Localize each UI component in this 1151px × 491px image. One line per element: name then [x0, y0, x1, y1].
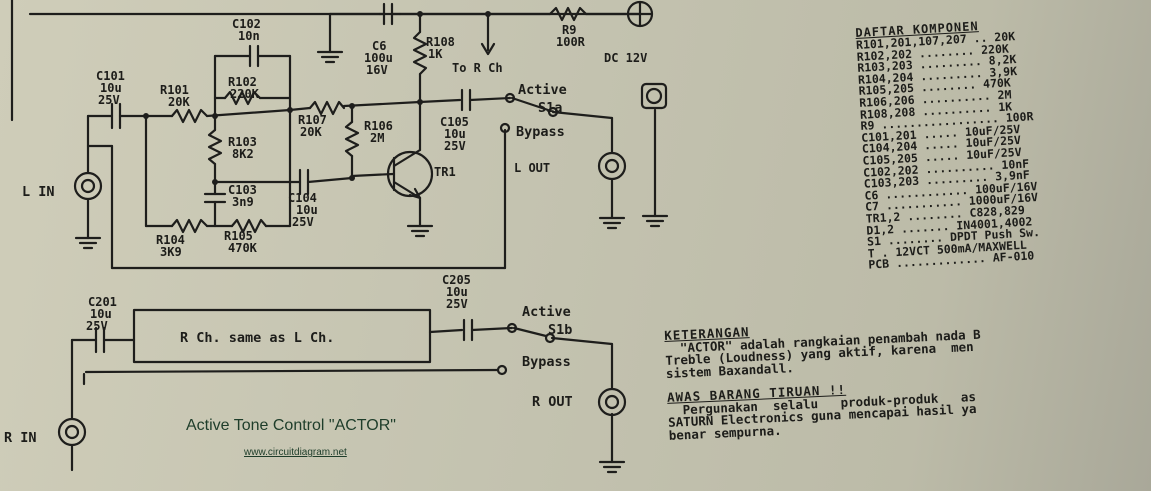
r104-label-1: R104: [156, 233, 185, 247]
dc-label: DC 12V: [604, 51, 647, 65]
r-out-label: R OUT: [532, 394, 573, 410]
l-in-jack: [73, 171, 103, 201]
r108-label-1: R108: [426, 35, 455, 49]
c6-label-1: C6: [372, 39, 386, 53]
l-input-wiring: [74, 102, 292, 250]
r102-label-1: R102: [228, 75, 257, 89]
active-2-label: Active: [522, 304, 571, 320]
l-out-jack: [597, 151, 627, 181]
io-labels: Active S1a Bypass L IN R Ch. same as L C…: [4, 82, 573, 446]
r9-label-2: 100R: [556, 35, 586, 49]
c205-label-3: 25V: [446, 297, 468, 311]
r107-label-2: 20K: [300, 125, 322, 139]
r-channel-wiring: [70, 308, 626, 474]
bypass-1-label: Bypass: [516, 124, 565, 140]
c205-label-1: C205: [442, 273, 471, 287]
r106-label-1: R106: [364, 119, 393, 133]
r-ch-box-label: R Ch. same as L Ch.: [180, 330, 334, 346]
s1a-label: S1a: [538, 100, 562, 116]
c201-label-3: 25V: [86, 319, 108, 333]
source-link[interactable]: www.circuitdiagram.net: [244, 447, 347, 458]
c105-s1a: [86, 88, 669, 270]
r-in-label: R IN: [4, 430, 37, 446]
r105-label-1: R105: [224, 229, 253, 243]
c201-label-1: C201: [88, 295, 117, 309]
c101-label-1: C101: [96, 69, 125, 83]
c102-label-2: 10n: [238, 29, 260, 43]
to-r-ch-label: To R Ch: [452, 61, 503, 75]
tr1-label: TR1: [434, 165, 456, 179]
notes-section: KETERANGAN "ACTOR" adalah rangkaian pena…: [664, 307, 1151, 442]
r105-label-2: 470K: [228, 241, 258, 255]
r108-label-2: 1K: [428, 47, 443, 61]
l-in-label: L IN: [22, 184, 55, 200]
c105-label-2: 10u: [444, 127, 466, 141]
r103-label-2: 8K2: [232, 147, 254, 161]
r103-label-1: R103: [228, 135, 257, 149]
r104-label-2: 3K9: [160, 245, 182, 259]
c205-label-2: 10u: [446, 285, 468, 299]
s1b-label: S1b: [548, 322, 572, 338]
r108: [412, 12, 428, 142]
c103-label-1: C103: [228, 183, 257, 197]
r107-label-1: R107: [298, 113, 327, 127]
active-1-label: Active: [518, 82, 567, 98]
r101-label-2: 20K: [168, 95, 190, 109]
r101-label-1: R101: [160, 83, 189, 97]
c101-label-2: 10u: [100, 81, 122, 95]
r102-label-2: 220K: [230, 87, 260, 101]
bypass-2-label: Bypass: [522, 354, 571, 370]
r-in-jack: [57, 417, 87, 447]
r9-label-1: R9: [562, 23, 576, 37]
c103-label-2: 3n9: [232, 195, 254, 209]
c201-label-2: 10u: [90, 307, 112, 321]
transistor-stage: [213, 100, 434, 238]
power-rail: [316, 2, 630, 64]
r-ch-box: [132, 308, 432, 364]
c6-label-3: 16V: [366, 63, 388, 77]
l-out-label: L OUT: [514, 161, 550, 175]
c104-label-2: 10u: [296, 203, 318, 217]
r106-label-2: 2M: [370, 131, 384, 145]
c104-label-1: C104: [288, 191, 317, 205]
r-out-jack: [597, 387, 627, 417]
c104-label-3: 25V: [292, 215, 314, 229]
c6-label-2: 100u: [364, 51, 393, 65]
dc-jack: [640, 82, 668, 110]
c101-label-3: 25V: [98, 93, 120, 107]
component-labels: C101 10u 25V R101 20K C102 10n R102 220K…: [86, 17, 647, 333]
c105-label-1: C105: [440, 115, 469, 129]
c105-label-3: 25V: [444, 139, 466, 153]
diagram-caption: Active Tone Control "ACTOR": [186, 417, 396, 434]
c102-label-1: C102: [232, 17, 261, 31]
tr1-symbol: [386, 150, 434, 198]
